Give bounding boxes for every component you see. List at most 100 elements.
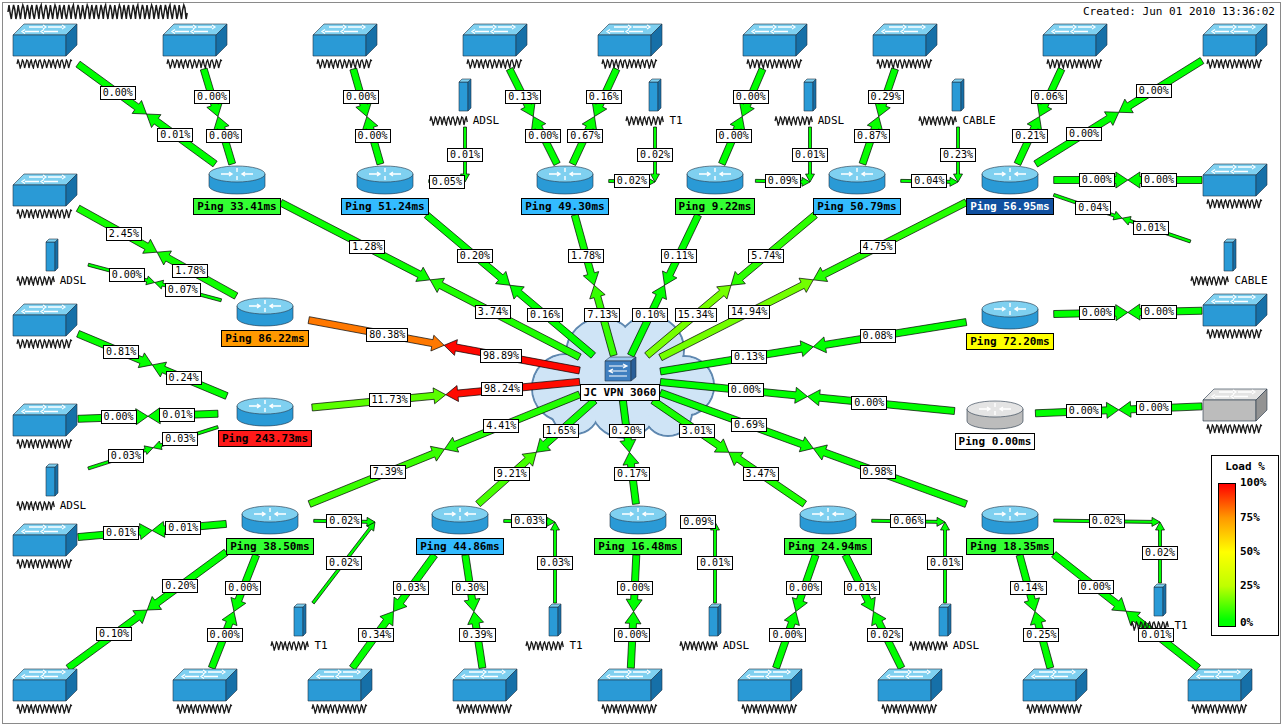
load-label: 0.21% <box>1012 129 1048 143</box>
ping-label: Ping 44.86ms <box>416 538 503 555</box>
load-label: 0.08% <box>860 329 896 343</box>
load-label: 0.13% <box>731 350 767 364</box>
device-caption: T1 <box>625 114 684 127</box>
router: Ping 56.95ms <box>966 164 1053 215</box>
load-arrow <box>77 331 153 368</box>
switch-icon <box>12 173 78 207</box>
modem-icon <box>44 463 60 497</box>
network-switch <box>1202 388 1268 434</box>
load-label: 0.16% <box>527 308 563 322</box>
load-label: 0.01% <box>157 128 193 142</box>
load-label: 3.74% <box>475 305 511 319</box>
redacted-scribble <box>1206 329 1264 339</box>
switch-icon <box>737 668 803 702</box>
redacted-scribble <box>16 559 74 569</box>
link-type: ADSL <box>58 499 89 512</box>
network-switch <box>172 668 238 714</box>
load-label: 0.01% <box>159 408 195 422</box>
concentrator-icon <box>602 356 638 382</box>
redacted-scribble <box>881 704 939 714</box>
load-label: 0.98% <box>860 465 896 479</box>
load-label: 0.01% <box>1133 221 1169 235</box>
redacted-scribble <box>16 439 74 449</box>
legend-text: 50% <box>1240 546 1260 558</box>
ping-label: Ping 16.48ms <box>594 538 681 555</box>
router-icon <box>980 299 1040 331</box>
load-label: 0.05% <box>429 175 465 189</box>
load-label: 0.00% <box>1078 580 1114 594</box>
redacted-scribble <box>429 116 469 126</box>
switch-icon <box>12 523 78 557</box>
load-arrow <box>78 409 148 425</box>
load-label: 0.00% <box>617 581 653 595</box>
ping-label: Ping 86.22ms <box>221 330 308 347</box>
router-icon <box>827 164 887 196</box>
network-switch <box>742 23 808 69</box>
load-label: 0.01% <box>1138 628 1174 642</box>
load-arrow <box>510 285 596 358</box>
load-label: 0.00% <box>1079 173 1115 187</box>
link-type: ADSL <box>951 639 982 652</box>
modem-icon <box>802 78 818 112</box>
router-icon <box>535 164 595 196</box>
load-arrow <box>308 446 444 507</box>
device-caption: ADSL <box>16 274 89 287</box>
link-type: ADSL <box>471 114 502 127</box>
load-arrow <box>446 378 580 401</box>
load-arrow <box>424 212 510 285</box>
load-label: 0.00% <box>525 129 561 143</box>
redacted-scribble <box>270 641 310 651</box>
switch-icon <box>597 23 663 57</box>
load-label: 0.06% <box>890 514 926 528</box>
legend-text: 0% <box>1240 617 1253 629</box>
router: Ping 33.41ms <box>193 164 280 215</box>
switch-icon <box>1187 668 1253 702</box>
load-label: 0.02% <box>1089 514 1125 528</box>
load-arrow <box>1119 401 1202 417</box>
redacted-scribble <box>16 276 56 286</box>
load-arrow <box>78 524 152 541</box>
load-arrow <box>312 522 375 604</box>
load-label: 98.24% <box>481 382 523 396</box>
switch-icon <box>452 668 518 702</box>
load-label: 0.20% <box>609 424 645 438</box>
load-arrow <box>350 612 394 671</box>
redacted-scribble <box>1191 704 1249 714</box>
network-switch <box>872 23 938 69</box>
load-label: 0.67% <box>567 129 603 143</box>
legend-text: 100% <box>1240 477 1267 489</box>
modem-icon <box>707 603 723 637</box>
load-label: 3.47% <box>743 467 779 481</box>
ping-label: Ping 9.22ms <box>675 198 756 215</box>
load-label: 0.29% <box>868 90 904 104</box>
router-icon <box>235 296 295 328</box>
load-label: 7.39% <box>370 465 406 479</box>
load-label: 0.00% <box>101 410 137 424</box>
load-label: 1.65% <box>543 424 579 438</box>
ping-label: Ping 0.00ms <box>955 433 1036 450</box>
load-label: 4.75% <box>860 240 896 254</box>
redacted-scribble <box>679 641 719 651</box>
load-label: 0.13% <box>505 90 541 104</box>
redacted-scribble <box>625 116 665 126</box>
router-icon <box>355 164 415 196</box>
redacted-scribble <box>1206 199 1264 209</box>
network-switch <box>12 668 78 714</box>
load-label: 0.00% <box>109 268 145 282</box>
load-label: 3.01% <box>679 424 715 438</box>
access-link-device: ADSL <box>16 238 89 287</box>
ping-label: Ping 72.20ms <box>966 333 1053 350</box>
load-label: 0.00% <box>1141 173 1177 187</box>
switch-icon <box>12 668 78 702</box>
switch-icon <box>1042 23 1108 57</box>
load-label: 0.02% <box>867 628 903 642</box>
load-label: 4.41% <box>483 419 519 433</box>
redacted-scribble <box>525 641 565 651</box>
router-icon <box>608 504 668 536</box>
redacted-scribble <box>16 209 74 219</box>
switch-icon <box>872 23 938 57</box>
network-switch <box>462 23 528 69</box>
load-label: 0.00% <box>716 129 752 143</box>
ping-label: Ping 33.41ms <box>193 198 280 215</box>
router-icon <box>685 164 745 196</box>
